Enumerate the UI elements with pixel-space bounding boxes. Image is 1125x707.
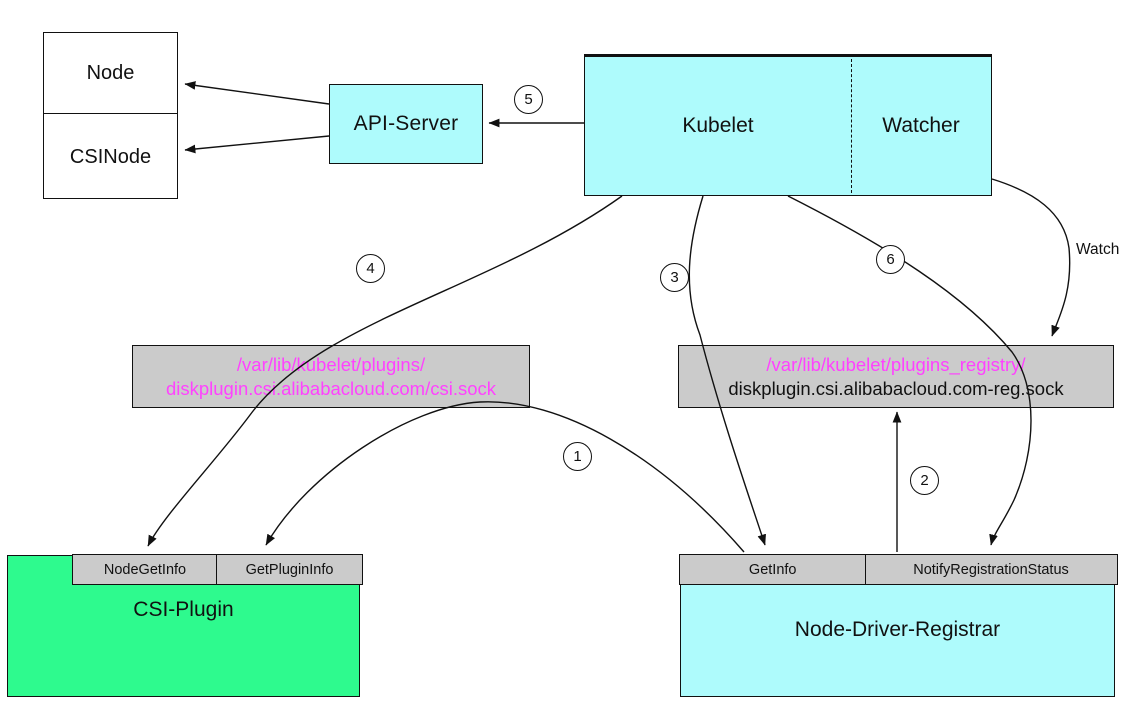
node-label: Node: [86, 61, 135, 84]
tab-notifyregistrationstatus: NotifyRegistrationStatus: [864, 554, 1118, 586]
getinfo-label: GetInfo: [748, 561, 797, 578]
notifyregistrationstatus-label: NotifyRegistrationStatus: [913, 561, 1069, 578]
step-circle-6: 6: [876, 245, 905, 274]
kubelet-watcher-box: Kubelet Watcher: [584, 54, 992, 196]
kubelet-label: Kubelet: [682, 114, 754, 137]
csi-plugin-label: CSI-Plugin: [133, 598, 234, 621]
arrow-watch-watcher-to-registry-socket: [991, 178, 1071, 337]
node-driver-registrar-box: GetInfo NotifyRegistrationStatus Node-Dr…: [679, 554, 1118, 697]
csinode-label: CSINode: [69, 145, 152, 168]
node-driver-registrar-label: Node-Driver-Registrar: [794, 618, 1001, 641]
watcher-pane: Watcher: [851, 57, 991, 195]
arrow-step6-kubelet-to-notifyregistrationstatus: [787, 195, 1032, 546]
api-server-box: API-Server: [329, 84, 483, 164]
registry-socket-path-line2: diskplugin.csi.alibabacloud.com-reg.sock: [728, 377, 1064, 399]
step-circle-5: 5: [514, 85, 543, 114]
getplugininfo-label: GetPluginInfo: [245, 561, 334, 578]
watch-label: Watch: [1076, 241, 1120, 258]
registry-socket-path-line1: /var/lib/kubelet/plugins_registry/: [766, 353, 1026, 375]
node-box: Node: [44, 33, 177, 114]
csinode-box: CSINode: [44, 114, 177, 200]
arrow-step3-kubelet-to-getinfo: [688, 195, 766, 546]
step-circle-2: 2: [910, 466, 939, 495]
tab-nodegetinfo: NodeGetInfo: [72, 554, 218, 586]
tab-getinfo: GetInfo: [679, 554, 867, 586]
arrow-step1-registrar-to-getplugininfo: [265, 401, 745, 553]
arrow-apiserver-to-csinode: [184, 135, 330, 154]
arrow-step4-kubelet-to-nodegetinfo: [147, 195, 623, 547]
step-circle-4: 4: [356, 254, 385, 283]
nodegetinfo-label: NodeGetInfo: [103, 561, 187, 578]
arrow-apiserver-to-node: [184, 81, 330, 105]
tab-getplugininfo: GetPluginInfo: [216, 554, 363, 586]
step-circle-1: 1: [563, 442, 592, 471]
plugins-socket-box: /var/lib/kubelet/plugins/ diskplugin.csi…: [132, 345, 530, 408]
plugins-socket-path-line1: /var/lib/kubelet/plugins/: [236, 353, 426, 375]
registry-socket-box: /var/lib/kubelet/plugins_registry/ diskp…: [678, 345, 1114, 408]
kubelet-pane: Kubelet: [585, 57, 851, 195]
node-csinode-box: Node CSINode: [43, 32, 178, 199]
watcher-label: Watcher: [882, 114, 960, 137]
csi-plugin-box: NodeGetInfo GetPluginInfo CSI-Plugin: [7, 554, 363, 697]
plugins-socket-path-line2: diskplugin.csi.alibabacloud.com/csi.sock: [165, 377, 497, 399]
kubelet-watcher-divider: [851, 59, 852, 193]
api-server-label: API-Server: [353, 112, 459, 135]
step-circle-3: 3: [660, 263, 689, 292]
